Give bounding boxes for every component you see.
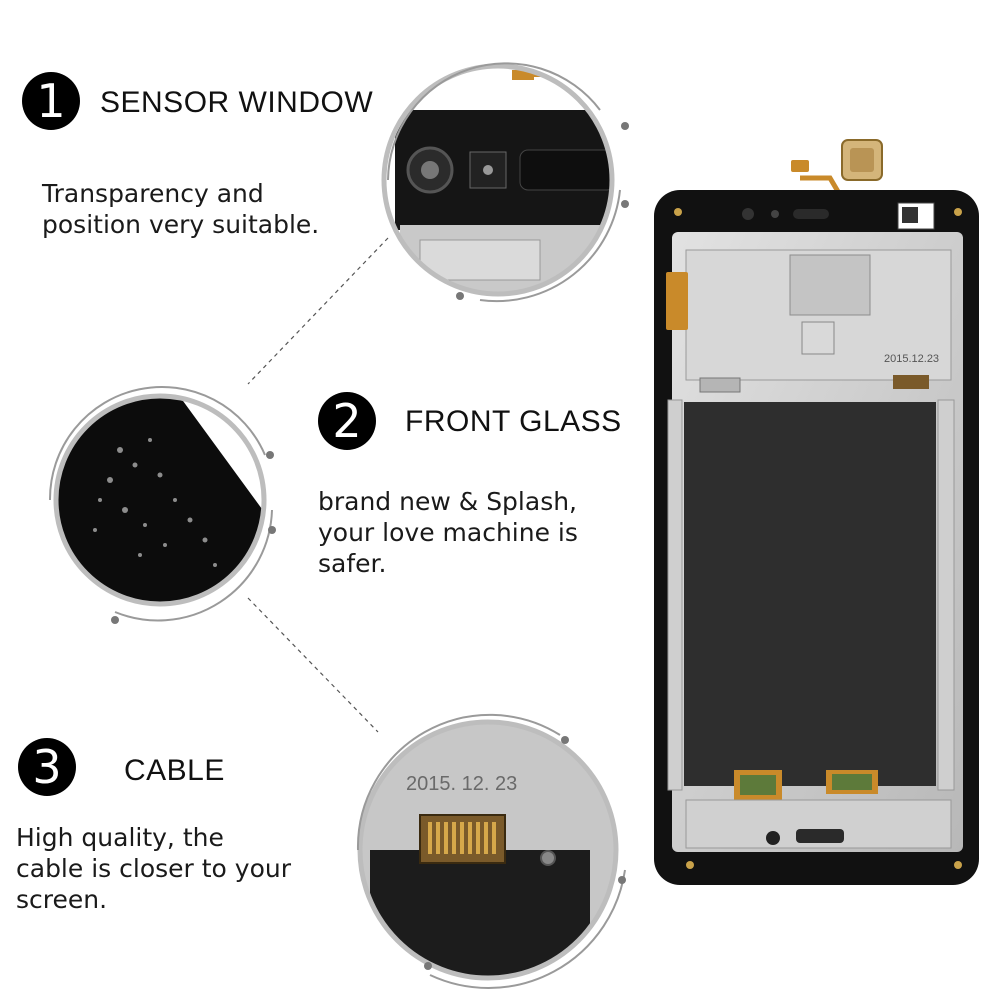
feature-2-line: safer. — [318, 549, 387, 578]
lcd-assembly: 2015.12.23 — [654, 139, 979, 885]
feature-3-number-badge: 3 — [18, 738, 76, 796]
feature-2-title: FRONT GLASS — [405, 405, 622, 438]
zoom-circle-cable: 2015. 12. 23 — [356, 713, 626, 989]
feature-3-line: High quality, the — [16, 823, 224, 852]
feature-2-line: brand new & Splash, — [318, 487, 578, 516]
feature-2-number-badge: 2 — [318, 392, 376, 450]
feature-1-description: Transparency and position very suitable. — [42, 178, 319, 240]
feature-3-line: screen. — [16, 885, 108, 914]
feature-3-line: cable is closer to your — [16, 854, 291, 883]
zoom-circle-sensor-window — [381, 62, 629, 303]
feature-1-number-badge: 1 — [22, 72, 80, 130]
feature-2-description: brand new & Splash, your love machine is… — [318, 486, 578, 579]
date-stamp: 2015.12.23 — [884, 353, 939, 365]
feature-1-title: SENSOR WINDOW — [100, 86, 374, 119]
feature-3-description: High quality, the cable is closer to you… — [16, 822, 291, 915]
feature-2-line: your love machine is — [318, 518, 578, 547]
connector-line-2 — [247, 597, 379, 733]
feature-3-title: CABLE — [124, 754, 225, 787]
feature-1-line: position very suitable. — [42, 210, 320, 239]
display-panel — [684, 402, 936, 786]
feature-1-line: Transparency and — [42, 179, 264, 208]
connector-line-1 — [247, 237, 389, 385]
zoom-date-stamp: 2015. 12. 23 — [406, 773, 517, 795]
zoom-circle-front-glass — [48, 385, 276, 624]
